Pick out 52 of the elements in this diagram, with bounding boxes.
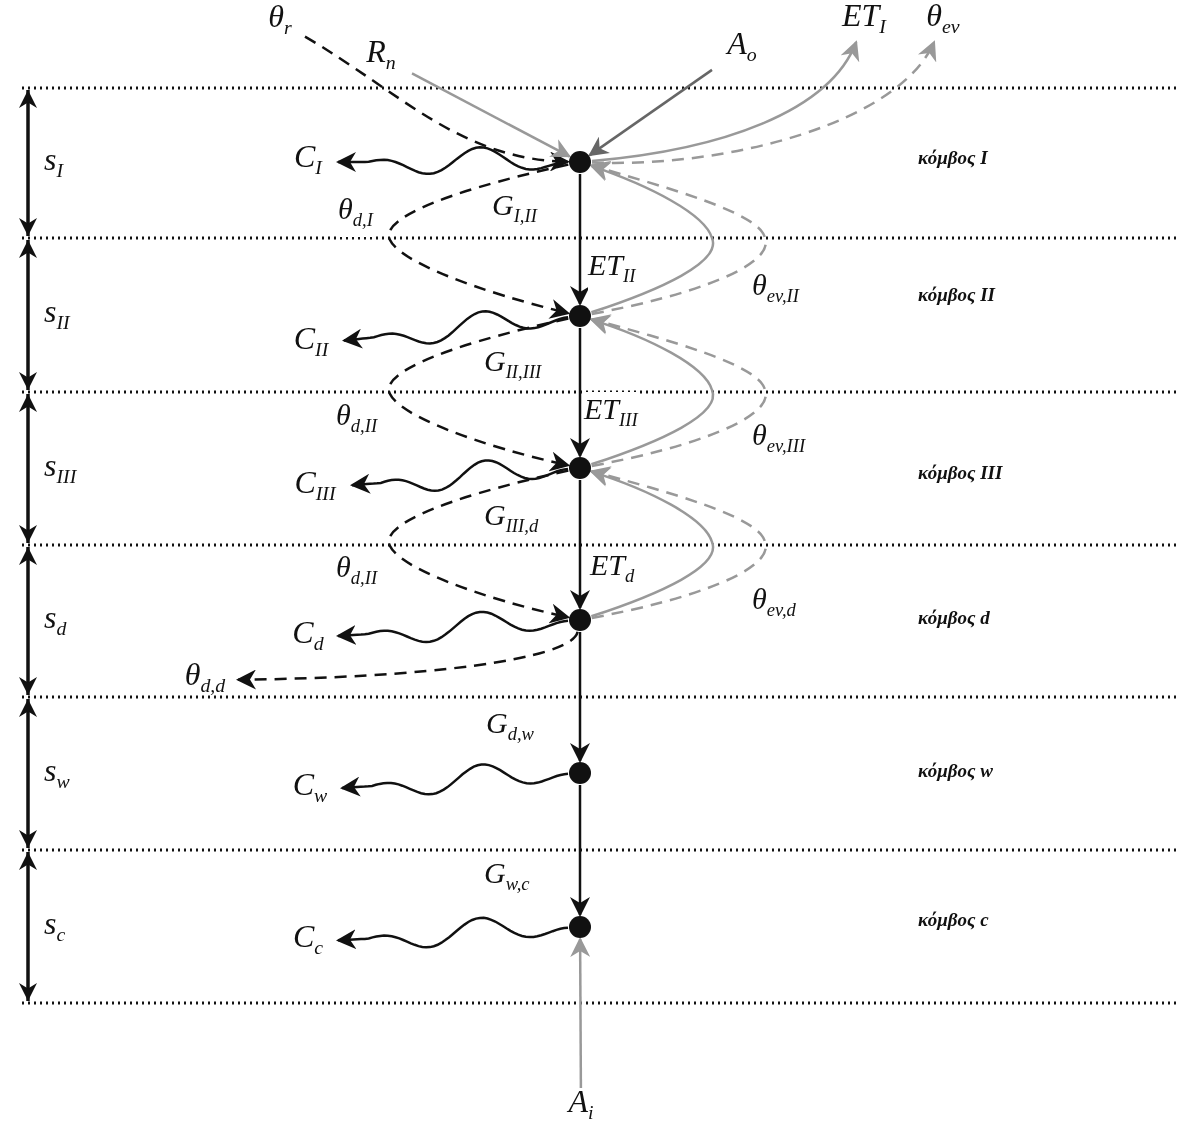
wavy-arrow <box>336 146 569 176</box>
arrow <box>589 314 767 468</box>
arrow <box>570 785 590 917</box>
layer-label: κόμβος III <box>918 462 1003 484</box>
junction-dot <box>569 457 591 479</box>
arrow <box>411 72 572 158</box>
layer-label: κόμβος I <box>918 147 988 169</box>
variable-label: R$_{n}$ <box>350 36 412 78</box>
layer-label: κόμβος w <box>918 760 993 782</box>
arrow <box>304 35 570 171</box>
variable-label: θ$_{ev}$ <box>905 0 981 42</box>
junction-dot <box>569 916 591 938</box>
arrow <box>387 163 571 319</box>
wavy-arrow <box>342 310 569 349</box>
arrow <box>589 160 767 316</box>
variable-label: θ$_{d,d}$ <box>172 660 238 700</box>
wavy-arrow <box>350 459 569 494</box>
variable-label: C$_{w}$ <box>278 768 342 812</box>
arrow <box>236 631 579 690</box>
junction-dot <box>569 151 591 173</box>
variable-label: C$_{II}$ <box>278 322 344 366</box>
arrow <box>387 317 571 472</box>
wavy-arrow <box>340 763 569 797</box>
arrow <box>570 174 590 306</box>
arrow <box>588 68 713 157</box>
variable-label: A$_{i}$ <box>560 1088 602 1126</box>
junction-dot <box>569 762 591 784</box>
arrow <box>387 469 571 624</box>
variable-label: C$_{III}$ <box>278 466 352 510</box>
junction-dot <box>569 609 591 631</box>
arrow <box>589 315 715 466</box>
arrow <box>589 162 714 314</box>
variable-label: C$_{c}$ <box>278 920 338 964</box>
arrow <box>570 328 590 458</box>
variable-label: C$_{d}$ <box>278 616 338 660</box>
arrow <box>570 632 590 763</box>
wavy-arrow <box>336 916 569 950</box>
junction-dot <box>569 305 591 327</box>
arrow <box>589 466 767 620</box>
arrow <box>570 937 591 1088</box>
variable-label: ET$_{I}$ <box>826 0 902 42</box>
variable-label: θ$_{r}$ <box>255 2 305 42</box>
layer-label: κόμβος c <box>918 909 989 931</box>
layer-label: κόμβος II <box>918 284 995 306</box>
arrow <box>589 467 715 618</box>
arrow <box>592 40 936 165</box>
layer-label: κόμβος d <box>918 607 990 629</box>
variable-label: A$_{o}$ <box>712 28 772 70</box>
arrow <box>570 480 590 610</box>
wavy-arrow <box>336 610 569 646</box>
arrow <box>591 40 858 163</box>
variable-label: C$_{I}$ <box>278 140 338 184</box>
